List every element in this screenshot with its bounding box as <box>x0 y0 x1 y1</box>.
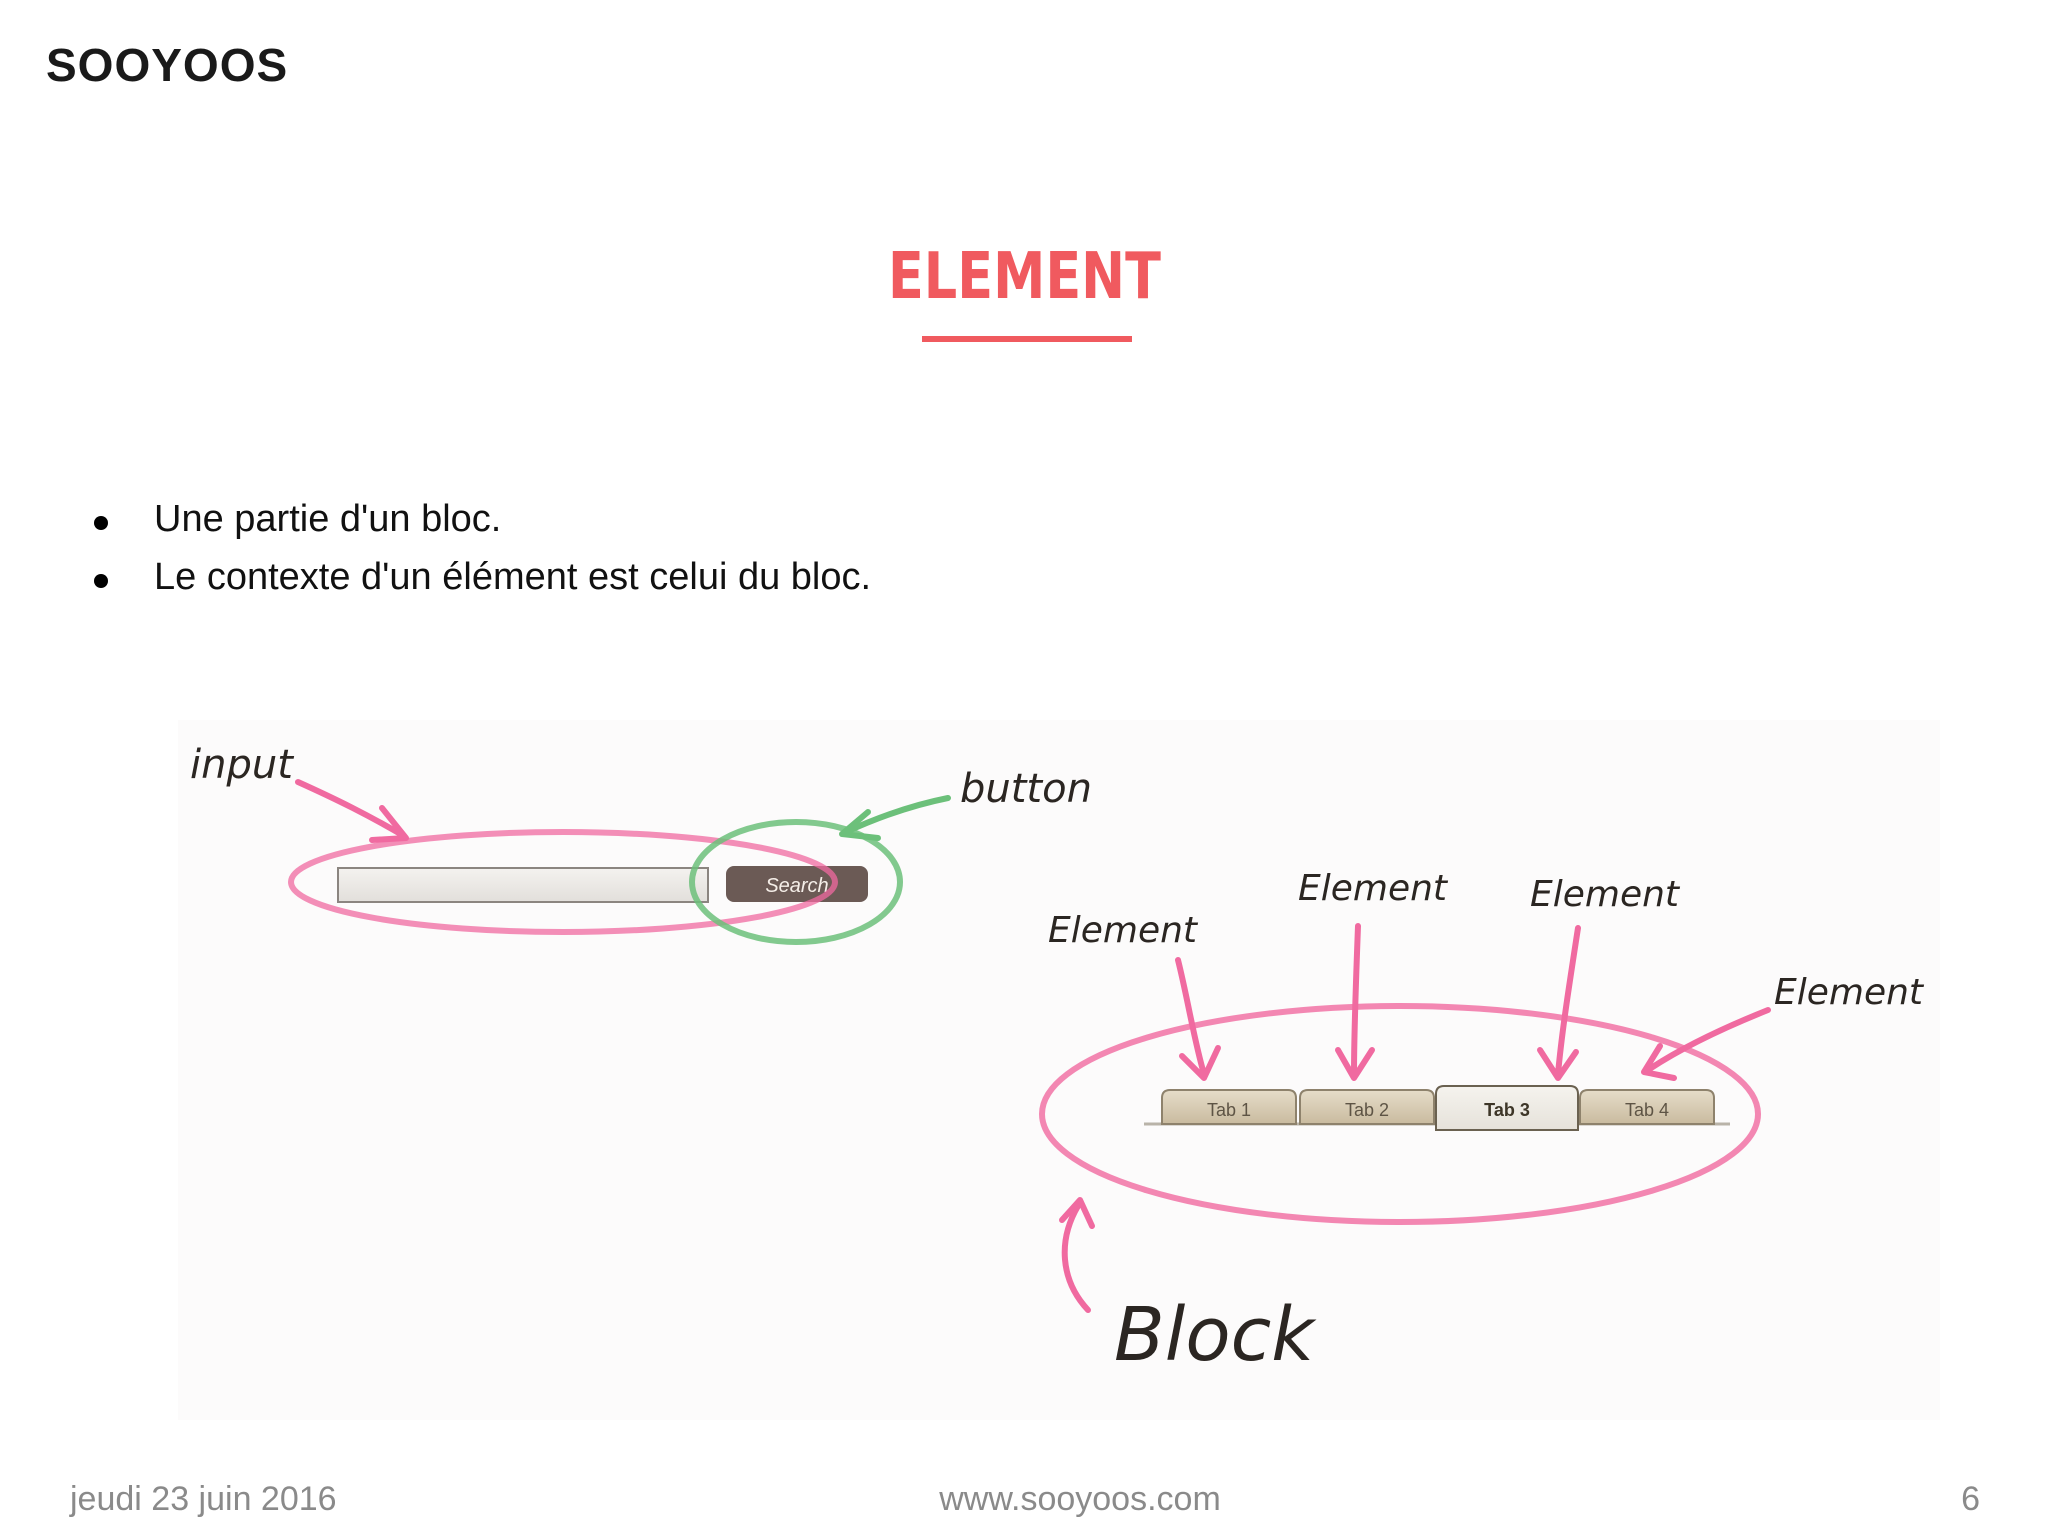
search-button-label: Search <box>765 875 828 897</box>
sooyoos-logo: SOOYOOS <box>46 39 289 91</box>
tab-3-active: Tab 3 <box>1435 1085 1579 1131</box>
footer-url[interactable]: www.sooyoos.com <box>939 1480 1221 1518</box>
tab-1-label: Tab 1 <box>1207 1100 1251 1120</box>
tab-2-label: Tab 2 <box>1345 1100 1389 1120</box>
button-arrow <box>843 795 951 835</box>
element-label-1: Element <box>1048 910 1199 951</box>
input-arrow <box>295 779 407 839</box>
footer-date: jeudi 23 juin 2016 <box>70 1480 337 1518</box>
element-label-2: Element <box>1298 868 1449 909</box>
button-label: button <box>960 766 1092 812</box>
bullet-item-2: Le contexte d'un élément est celui du bl… <box>92 548 871 606</box>
input-highlight-ellipse <box>288 829 838 935</box>
button-arrow-head <box>839 809 881 841</box>
search-input-field <box>337 867 709 903</box>
slide-title: ELEMENT <box>887 240 1161 314</box>
page-number: 6 <box>1961 1480 1980 1518</box>
tab-4: Tab 4 <box>1579 1089 1715 1125</box>
tab2-arrow <box>1351 923 1361 1077</box>
tab1-arrow-head <box>1179 1045 1221 1081</box>
tab3-arrow <box>1555 925 1581 1077</box>
bem-element-illustration: input Search button Element Element Elem… <box>178 720 1940 1420</box>
tab-4-label: Tab 4 <box>1625 1100 1669 1120</box>
tab1-arrow <box>1175 957 1207 1077</box>
tab2-arrow-head <box>1335 1047 1375 1081</box>
tab-3-label: Tab 3 <box>1484 1100 1530 1120</box>
illustration-svg: input Search button Element Element Elem… <box>190 742 1925 1378</box>
element-label-3: Element <box>1530 874 1681 915</box>
element-label-4: Element <box>1774 972 1925 1013</box>
button-highlight-ellipse <box>689 819 903 945</box>
block-arrow <box>1061 1203 1091 1313</box>
input-label: input <box>190 742 294 788</box>
title-underline <box>922 336 1132 342</box>
bullet-item-1: Une partie d'un bloc. <box>92 490 871 548</box>
bullet-list: Une partie d'un bloc. Le contexte d'un é… <box>92 490 871 606</box>
tab-2: Tab 2 <box>1299 1089 1435 1125</box>
block-highlight-ellipse <box>1039 1003 1761 1225</box>
input-arrow-head <box>369 805 409 843</box>
tab4-arrow-head <box>1641 1043 1677 1081</box>
tab-1: Tab 1 <box>1161 1089 1297 1125</box>
title-container: ELEMENT <box>0 240 2048 314</box>
tab4-arrow <box>1645 1007 1771 1073</box>
tab3-arrow-head <box>1537 1047 1579 1081</box>
block-label: Block <box>1114 1292 1317 1378</box>
block-arrow-head <box>1059 1197 1095 1229</box>
